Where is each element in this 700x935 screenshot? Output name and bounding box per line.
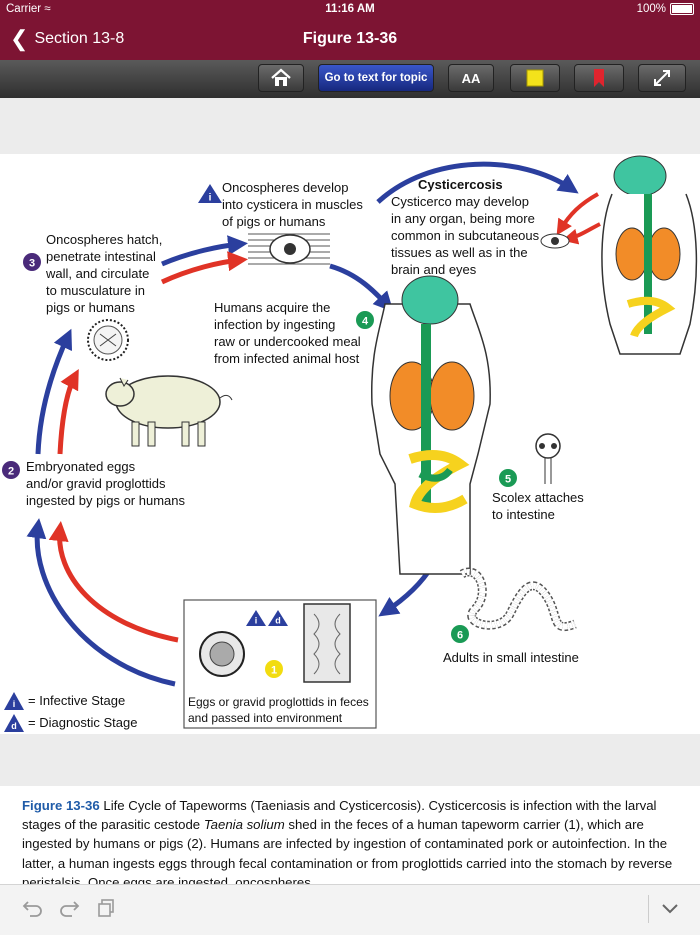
divider bbox=[648, 895, 649, 923]
scolex-image bbox=[535, 433, 561, 484]
caption-italic: Taenia solium bbox=[203, 817, 285, 833]
note-button[interactable] bbox=[510, 64, 560, 92]
arrow-to-cysticercosis bbox=[376, 161, 579, 204]
caption-text-1: Life Cycle of Tapeworms (Taeniasis and C… bbox=[22, 798, 657, 833]
undo-button[interactable] bbox=[22, 898, 44, 923]
legend: i = Infective Stage d = Diagnostic Stage bbox=[4, 692, 137, 732]
figure-bottom-margin bbox=[0, 734, 700, 786]
diagnostic-stage-marker-eggs: d bbox=[268, 610, 288, 626]
arrow-ingestion-to-hatch-blue bbox=[35, 328, 73, 455]
svg-text:5: 5 bbox=[505, 474, 511, 486]
embryonated-eggs-text: Embryonated eggs and/or gravid proglotti… bbox=[26, 459, 185, 508]
home-button[interactable] bbox=[258, 64, 304, 92]
toolbar: Go to text for topic AA bbox=[0, 60, 700, 98]
bookmark-icon bbox=[594, 69, 604, 87]
infective-stage-marker-eggs: i bbox=[246, 610, 266, 626]
step-5-marker: 5 bbox=[499, 469, 517, 487]
legend-diagnostic: = Diagnostic Stage bbox=[28, 715, 137, 730]
arrow-hatch-to-cysticera-red bbox=[160, 251, 248, 285]
svg-text:4: 4 bbox=[362, 316, 369, 328]
cysticercosis-title: Cysticercosis bbox=[418, 177, 503, 192]
svg-text:6: 6 bbox=[457, 630, 463, 642]
undo-icon bbox=[22, 901, 42, 917]
redo-button[interactable] bbox=[58, 898, 80, 923]
sticky-note-icon bbox=[526, 69, 544, 87]
figure-life-cycle[interactable]: 3 2 4 5 6 i Oncospheres develop into cys… bbox=[0, 154, 700, 734]
caption-text-2: shed in the feces of a human tapeworm ca… bbox=[22, 817, 673, 884]
arrow-ingestion-to-hatch-red bbox=[57, 368, 79, 455]
bookmark-button[interactable] bbox=[574, 64, 624, 92]
arrow-cysticera-to-human bbox=[329, 263, 394, 312]
step-1-marker: 1 bbox=[265, 660, 283, 678]
bottom-toolbar bbox=[0, 884, 700, 935]
oncosphere-image bbox=[87, 319, 129, 361]
life-cycle-diagram: 3 2 4 5 6 i Oncospheres develop into cys… bbox=[2, 155, 698, 732]
arrow-environment-to-ingestion-red bbox=[48, 521, 179, 643]
svg-text:2: 2 bbox=[8, 466, 14, 478]
svg-text:i: i bbox=[13, 699, 16, 709]
legend-infective: = Infective Stage bbox=[28, 693, 125, 708]
arrow-environment-to-ingestion-blue bbox=[26, 518, 176, 687]
copy-button[interactable] bbox=[96, 898, 116, 923]
navigation-bar: ❮ Section 13-8 Figure 13-36 bbox=[0, 20, 700, 60]
pig-image bbox=[105, 375, 233, 447]
svg-text:i: i bbox=[209, 193, 212, 204]
copy-icon bbox=[98, 899, 114, 917]
status-bar: Carrier ≈ 11:16 AM 100% bbox=[0, 0, 700, 20]
back-label: Section 13-8 bbox=[34, 30, 125, 47]
text-size-button[interactable]: AA bbox=[448, 64, 494, 92]
step-3-marker: 3 bbox=[23, 253, 41, 271]
scolex-text: Scolex attaches to intestine bbox=[492, 490, 587, 522]
step-6-marker: 6 bbox=[451, 625, 469, 643]
svg-text:3: 3 bbox=[29, 258, 35, 270]
expand-icon bbox=[654, 70, 670, 86]
adults-text: Adults in small intestine bbox=[443, 650, 579, 665]
collapse-button[interactable] bbox=[660, 898, 680, 923]
cysticercosis-human-image bbox=[540, 155, 698, 355]
svg-text:d: d bbox=[11, 721, 17, 731]
arrow-hatch-to-cysticera-blue bbox=[161, 235, 248, 267]
human-body-image bbox=[370, 275, 491, 575]
back-button[interactable]: ❮ Section 13-8 bbox=[10, 26, 125, 51]
cysticercosis-text: Cysticerco may develop in any organ, bei… bbox=[391, 194, 543, 277]
wifi-icon: ≈ bbox=[44, 3, 51, 15]
svg-text:1: 1 bbox=[271, 665, 277, 677]
cysticera-in-muscle-image bbox=[248, 233, 330, 265]
humans-acquire-text: Humans acquire the infection by ingestin… bbox=[214, 300, 364, 366]
battery-status: 100% bbox=[637, 3, 694, 15]
chevron-down-icon bbox=[662, 904, 678, 914]
svg-text:d: d bbox=[275, 616, 281, 626]
adult-tapeworm-image bbox=[459, 567, 577, 632]
fullscreen-button[interactable] bbox=[638, 64, 686, 92]
infective-stage-marker: i bbox=[198, 184, 222, 204]
oncospheres-develop-text: Oncospheres develop into cysticera in mu… bbox=[222, 180, 367, 229]
step-4-marker: 4 bbox=[356, 311, 374, 329]
eggs-box: i d 1 Eggs or gravid proglottids in fece… bbox=[183, 599, 377, 729]
go-to-text-button[interactable]: Go to text for topic bbox=[318, 64, 434, 92]
oncospheres-hatch-text: Oncospheres hatch, penetrate intestinal … bbox=[45, 232, 166, 315]
home-icon bbox=[271, 68, 291, 86]
carrier-label: Carrier ≈ bbox=[6, 3, 51, 15]
figure-caption: Figure 13-36 Life Cycle of Tapeworms (Ta… bbox=[22, 796, 682, 884]
eggs-text: Eggs or gravid proglottids in feces and … bbox=[188, 695, 372, 725]
clock: 11:16 AM bbox=[325, 3, 375, 15]
figure-top-margin bbox=[0, 98, 700, 154]
redo-icon bbox=[60, 901, 80, 917]
svg-text:i: i bbox=[255, 616, 258, 626]
chevron-left-icon: ❮ bbox=[10, 26, 29, 51]
caption-label: Figure 13-36 bbox=[22, 798, 100, 813]
step-2-marker: 2 bbox=[2, 461, 20, 479]
battery-icon bbox=[670, 3, 694, 15]
